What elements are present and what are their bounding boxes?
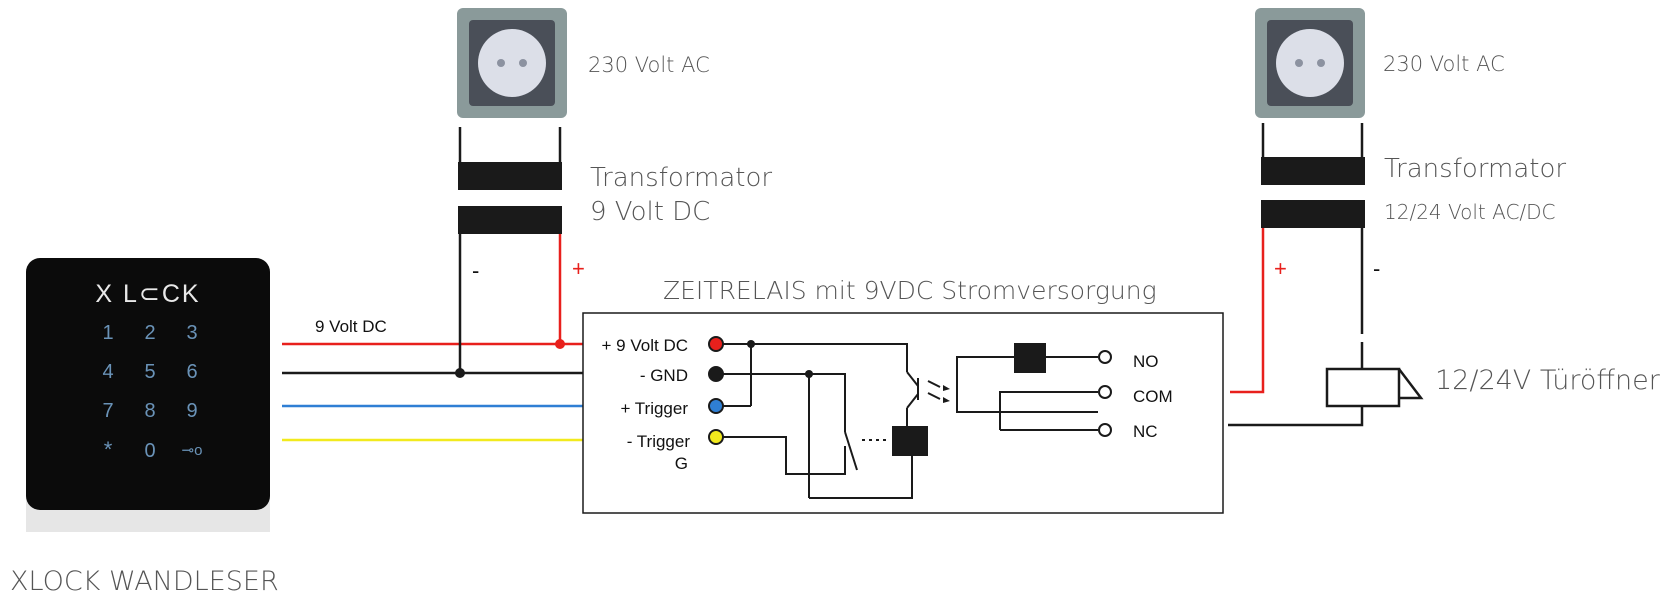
key-8: 8 [144,400,155,422]
relay-input-trigger-plus: + Trigger [620,399,688,418]
key-6: 6 [186,361,197,383]
relay-internal-circuit [723,343,1098,499]
right-plus: + [1274,256,1287,281]
xlock-wall-reader: X L⊂CK 1 2 3 4 5 6 7 8 9 * 0 ⊸o [26,258,270,532]
right-plus-wire [1230,228,1265,394]
key-1: 1 [102,322,113,344]
relay-input-9vdc: + 9 Volt DC [602,336,688,355]
outlet-pin-hole [497,59,505,67]
relay-input-extra: G [675,454,688,473]
right-transformer-title: Transformator [1384,154,1566,184]
terminal-black [708,366,724,382]
key-7: 7 [102,400,113,422]
key-5: 5 [144,361,155,383]
outlet-pin-hole [1295,59,1303,67]
door-opener-label: 12/24V Türöffner [1435,365,1661,396]
key-icon: ⊸o [182,442,203,459]
terminal-yellow [708,429,724,445]
key-4: 4 [102,361,113,383]
transformer-coil-primary [458,162,562,190]
junction-gnd [455,368,465,378]
reader-caption: XLOCK WANDLESER [10,566,279,597]
outlet-socket [1276,29,1344,97]
relay-coil-small [892,426,928,456]
terminal-com [1098,385,1112,399]
left-transformer-sub: 9 Volt DC [590,197,710,227]
left-minus: - [472,258,479,283]
right-transformer-sub: 12/24 Volt AC/DC [1384,200,1556,224]
led-arrow [943,397,950,403]
internal-junction [805,370,813,378]
outlet-pin-hole [1317,59,1325,67]
output-com: COM [1133,387,1173,406]
right-transformer [1228,123,1365,427]
left-outlet-label: 230 Volt AC [588,53,710,77]
transformer-coil-secondary [458,206,562,234]
left-transformer-title: Transformator [590,163,772,193]
internal-junction [747,340,755,348]
relay-input-trigger-minus: - Trigger [627,432,691,451]
reader-brand: X L⊂CK [95,280,200,308]
terminal-red [708,336,724,352]
key-3: 3 [186,322,197,344]
transformer-coil-secondary [1261,200,1365,228]
reader-body [26,258,270,510]
output-no: NO [1133,352,1159,371]
led-arrow [943,385,950,391]
key-2: 2 [144,322,155,344]
transformer-coil-primary [1261,157,1365,185]
left-transformer [458,127,562,373]
reader-wires [282,342,583,442]
relay-box [582,312,1224,514]
outlet-socket [478,29,546,97]
relay-title: ZEITRELAIS mit 9VDC Stromversorgung [663,276,1157,305]
key-0: 0 [144,440,155,462]
terminal-nc [1098,423,1112,437]
relay-input-gnd: - GND [640,366,688,385]
key-star: * [104,437,113,462]
left-power-outlet [457,8,567,118]
junction-plus [555,339,565,349]
terminal-blue [708,398,724,414]
door-opener-symbol [1325,367,1424,408]
key-9: 9 [186,400,197,422]
right-power-outlet [1255,8,1365,118]
terminal-no [1098,350,1112,364]
right-outlet-label: 230 Volt AC [1383,52,1505,76]
outlet-pin-hole [519,59,527,67]
left-plus: + [572,256,585,281]
wire-label-9v: 9 Volt DC [315,317,387,336]
right-minus: - [1373,256,1380,281]
output-nc: NC [1133,422,1158,441]
relay-coil-output [1014,343,1046,373]
